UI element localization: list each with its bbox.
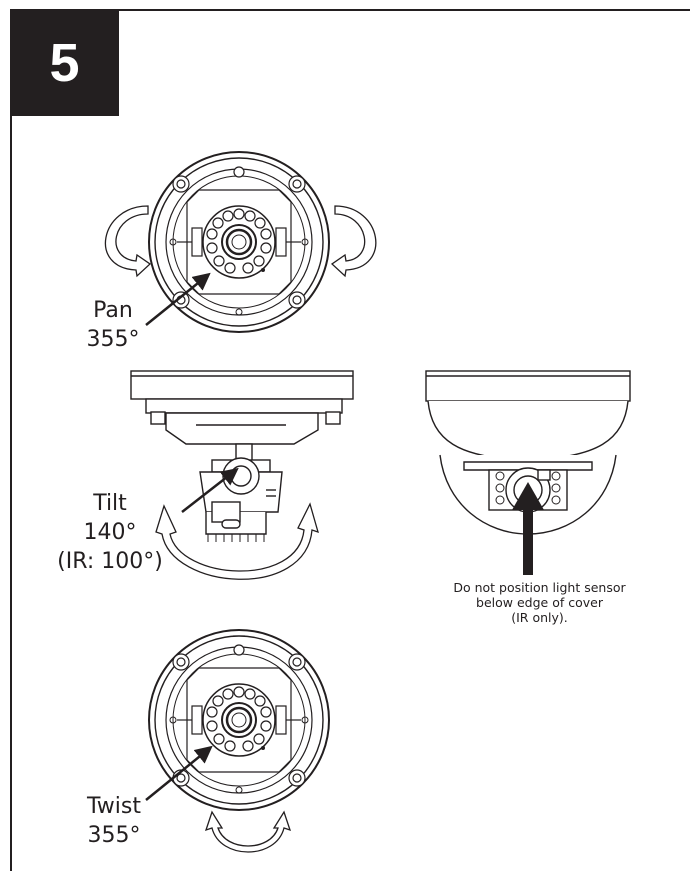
light-sensor-pointer-arrowhead	[512, 482, 544, 510]
twist-label-angle: 355°	[87, 823, 141, 848]
pan-rotation-arrows	[104, 205, 377, 278]
step-number-badge: 5	[10, 9, 119, 116]
tilt-label: Tilt 140° (IR: 100°)	[50, 489, 170, 576]
twist-rotation-arrow	[204, 810, 292, 853]
tilt-label-ir-angle: (IR: 100°)	[57, 549, 163, 574]
tilt-pointer-arrow	[181, 467, 239, 513]
tilt-label-angle: 140°	[83, 520, 137, 545]
twist-label: Twist 355°	[66, 792, 162, 850]
pan-pointer-arrow	[145, 272, 211, 326]
pan-label-angle: 355°	[86, 327, 140, 352]
light-sensor-note-line1: Do not position light sensor	[453, 580, 626, 595]
pan-label-name: Pan	[93, 298, 133, 323]
light-sensor-note-line2: below edge of cover	[476, 595, 603, 610]
light-sensor-note-line3: (IR only).	[511, 610, 568, 625]
step-frame	[10, 9, 690, 871]
pan-dome-top-view	[147, 150, 331, 334]
tilt-label-name: Tilt	[93, 491, 127, 516]
twist-pointer-arrow	[145, 745, 213, 801]
twist-dome-top-view	[147, 628, 331, 812]
twist-label-name: Twist	[87, 794, 141, 819]
tilt-side-view	[130, 370, 354, 542]
light-sensor-note: Do not position light sensor below edge …	[412, 580, 667, 625]
tilt-rotation-arrow	[155, 502, 319, 580]
pan-label: Pan 355°	[73, 296, 153, 354]
